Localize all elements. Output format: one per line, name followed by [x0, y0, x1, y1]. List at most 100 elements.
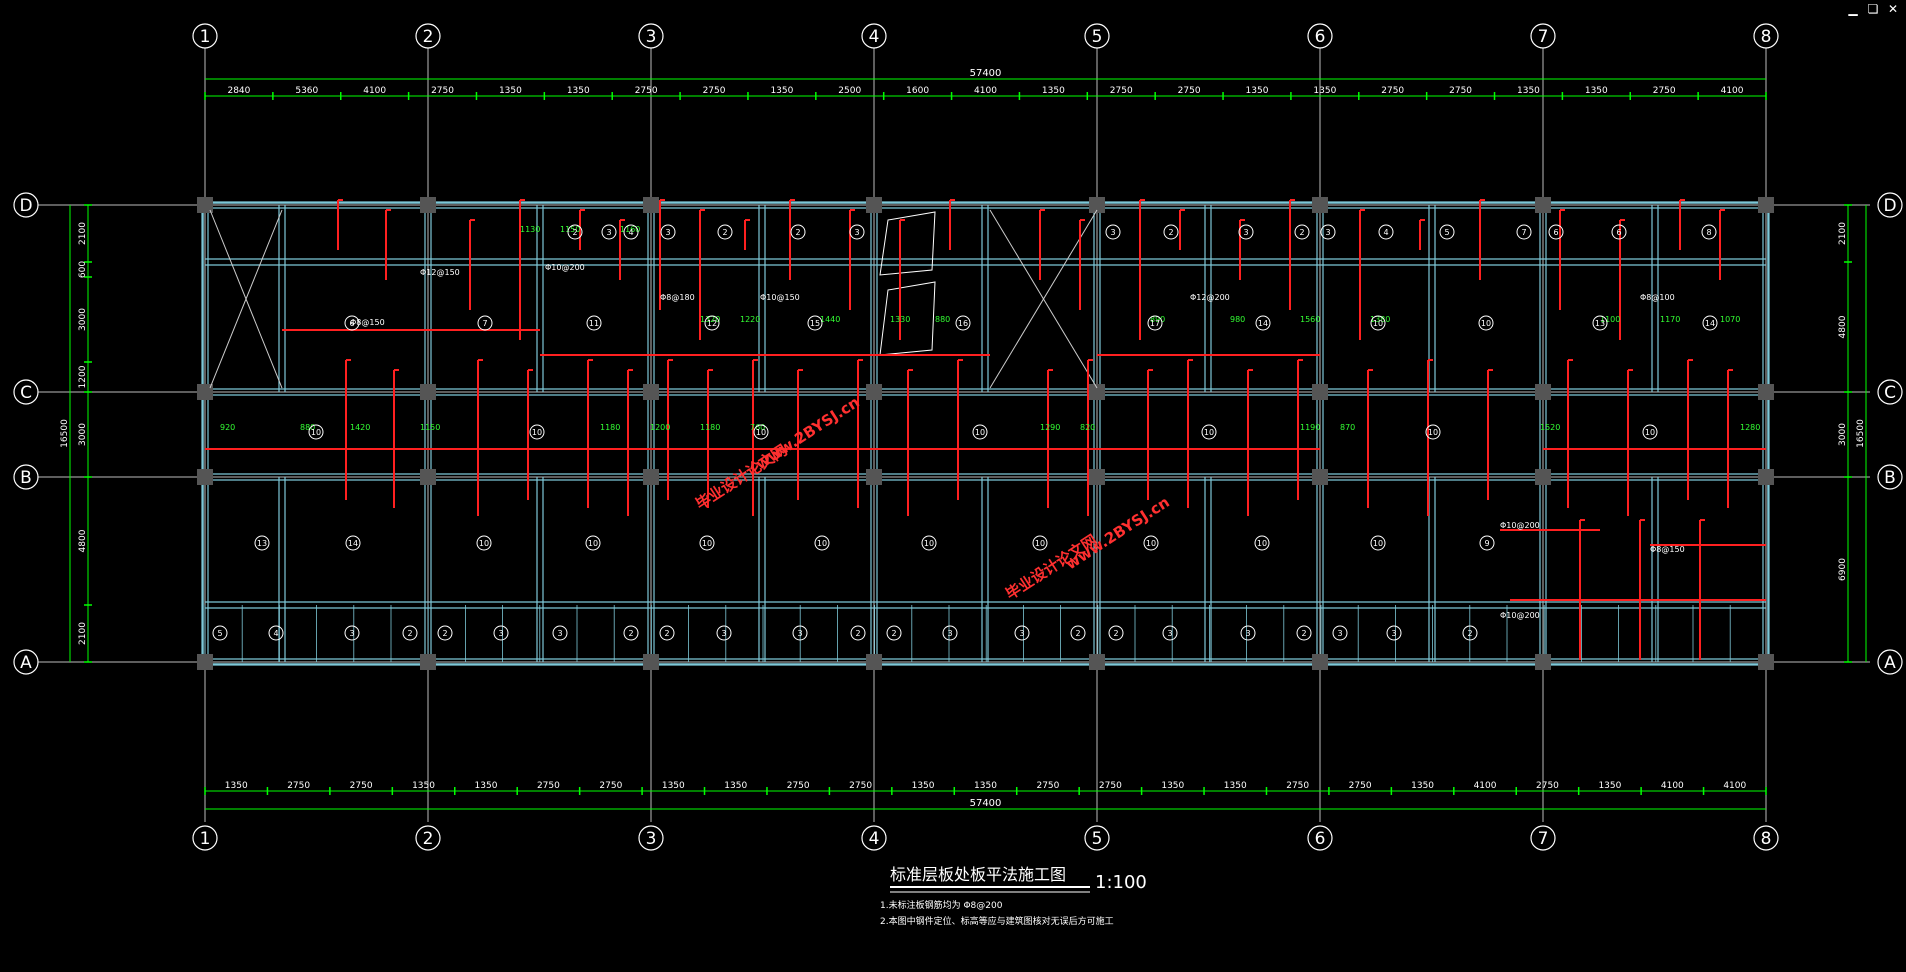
axis-bubble [1877, 649, 1903, 675]
column [866, 197, 882, 213]
slab-number: 3 [1167, 629, 1172, 638]
dim-text: 2750 [350, 781, 373, 791]
rebar-length: 870 [1340, 423, 1355, 432]
slab-bubble [814, 535, 830, 551]
rebar-length: 1180 [600, 423, 620, 432]
column [643, 197, 659, 213]
axis-label-x: 4 [869, 829, 880, 849]
dim-text: 2750 [635, 86, 658, 96]
dim-text: 2100 [78, 622, 88, 645]
axis-label-x: 2 [423, 829, 434, 849]
slab-number: 15 [810, 319, 820, 328]
dim-text: 1350 [1585, 86, 1608, 96]
slab-bubble [1296, 625, 1312, 641]
slab-number: 10 [1257, 539, 1267, 548]
slab-number: 5 [1444, 228, 1449, 237]
slab-bubble [552, 625, 568, 641]
slab-bubble [1254, 535, 1270, 551]
slab-bubble [1370, 315, 1386, 331]
slab-number: 2 [891, 629, 896, 638]
axis-label-y: D [1883, 196, 1896, 216]
slab-number: 10 [479, 539, 489, 548]
slab-number: 3 [1243, 228, 1248, 237]
axis-label-y: B [20, 468, 32, 488]
dim-text: 1350 [1598, 781, 1621, 791]
slab-number: 3 [1337, 629, 1342, 638]
slab-number: 14 [1705, 319, 1715, 328]
slab-number: 4 [628, 228, 633, 237]
axis-bubble [415, 825, 441, 851]
slab-number: 6 [1616, 228, 1621, 237]
column [420, 197, 436, 213]
slab-number: 2 [664, 629, 669, 638]
rebar-spec: Φ10@200 [545, 263, 585, 272]
column [1535, 384, 1551, 400]
axis-bubble [1307, 23, 1333, 49]
close-icon[interactable]: ✕ [1887, 2, 1899, 16]
dim-text: 2750 [287, 781, 310, 791]
slab-bubble [1479, 535, 1495, 551]
dim-text: 2100 [1838, 222, 1848, 245]
rebar-length: 1560 [1300, 315, 1320, 324]
axis-label-x: 7 [1538, 27, 1549, 47]
slab-number: 3 [854, 228, 859, 237]
column [197, 469, 213, 485]
slab-number: 10 [588, 539, 598, 548]
slab-bubble [1642, 424, 1658, 440]
slab-number: 2 [1168, 228, 1173, 237]
rebar-spec: Φ10@200 [1500, 521, 1540, 530]
slab-number: 6 [349, 319, 354, 328]
rebar-length: 1440 [820, 315, 840, 324]
slab-bubble [1294, 224, 1310, 240]
column [197, 197, 213, 213]
axis-label-x: 3 [646, 829, 657, 849]
axis-bubble [192, 23, 218, 49]
slab-number: 10 [1481, 319, 1491, 328]
watermark-text: www.2BYSJ.cn [1062, 493, 1172, 573]
slab-number: 4 [273, 629, 278, 638]
rebar-length: 1130 [520, 225, 540, 234]
slab-number: 3 [1110, 228, 1115, 237]
slab-bubble [308, 424, 324, 440]
watermark-text: 毕业设计论文网 [1002, 531, 1100, 603]
axis-bubble [1307, 825, 1333, 851]
dim-text: 2500 [838, 86, 861, 96]
slab-bubble [437, 625, 453, 641]
note-1: 1.未标注板钢筋均为 Φ8@200 [880, 899, 1003, 911]
slab-number: 10 [1645, 428, 1655, 437]
slab-number: 10 [1146, 539, 1156, 548]
dim-text: 2750 [1449, 86, 1472, 96]
column [1758, 384, 1774, 400]
slab-number: 10 [702, 539, 712, 548]
column [643, 654, 659, 670]
axis-label-x: 7 [1538, 829, 1549, 849]
slab-number: 12 [707, 319, 717, 328]
column [1089, 654, 1105, 670]
slab-number: 3 [1391, 629, 1396, 638]
axis-bubble [1530, 23, 1556, 49]
axis-label-x: 4 [869, 27, 880, 47]
slab-bubble [476, 535, 492, 551]
slab-bubble [717, 224, 733, 240]
column [643, 384, 659, 400]
dim-text: 4100 [974, 86, 997, 96]
slab-number: 9 [1484, 539, 1489, 548]
dim-text: 2750 [787, 781, 810, 791]
axis-label-x: 5 [1092, 27, 1103, 47]
column [643, 469, 659, 485]
slab-bubble [1163, 224, 1179, 240]
slab-bubble [1439, 224, 1455, 240]
restore-icon[interactable]: ❏ [1867, 2, 1879, 16]
axis-label-y: C [1884, 383, 1896, 403]
slab-number: 10 [817, 539, 827, 548]
slab-number: 7 [482, 319, 487, 328]
slab-bubble [1032, 535, 1048, 551]
dim-text: 2750 [703, 86, 726, 96]
slab-bubble [1370, 535, 1386, 551]
slab-bubble [1070, 625, 1086, 641]
dim-text: 2750 [599, 781, 622, 791]
axis-label-x: 6 [1315, 829, 1326, 849]
dim-text: 2750 [849, 781, 872, 791]
minimize-icon[interactable]: ▁ [1848, 2, 1858, 16]
